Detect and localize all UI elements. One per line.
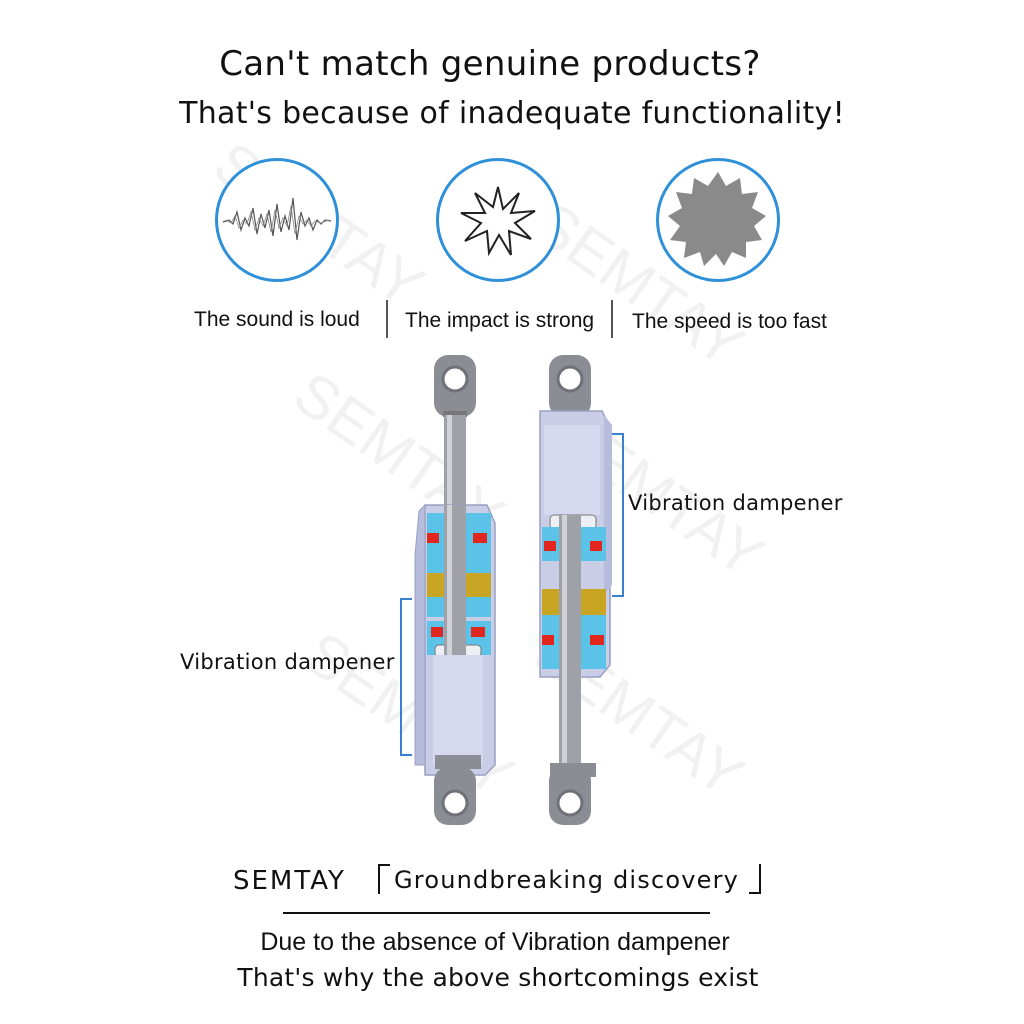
footer-line-1: Due to the absence of Vibration dampener [260, 928, 730, 956]
callout-label-right: Vibration dampener [628, 491, 843, 515]
feature-label-impact: The impact is strong [405, 309, 595, 332]
divider [611, 300, 613, 338]
callout-bracket-bottom [612, 595, 624, 597]
callout-bracket-top [612, 433, 624, 435]
page-title: Can't match genuine products? [219, 44, 761, 84]
gas-strut-left [414, 355, 496, 825]
tagline: Groundbreaking discovery [394, 866, 740, 894]
corner-bracket-close [749, 864, 761, 894]
callout-bracket-bottom [400, 754, 412, 756]
callout-bracket [622, 433, 624, 597]
gas-strut-right [539, 355, 612, 825]
feature-label-speed: The speed is too fast [632, 310, 827, 333]
footer-rule [283, 912, 710, 914]
callout-bracket-top [400, 598, 412, 600]
corner-bracket-open [378, 864, 390, 894]
impact-burst-icon [436, 158, 560, 282]
speed-burst-icon [656, 158, 780, 282]
feature-label-sound: The sound is loud [194, 308, 360, 331]
page-subtitle: That's because of inadequate functionali… [179, 96, 845, 131]
callout-label-left: Vibration dampener [180, 650, 395, 674]
footer-line-2: That's why the above shortcomings exist [237, 963, 759, 992]
brand-name: SEMTAY [233, 866, 346, 896]
divider [386, 300, 388, 338]
sound-wave-icon [215, 158, 339, 282]
callout-bracket [400, 598, 402, 756]
